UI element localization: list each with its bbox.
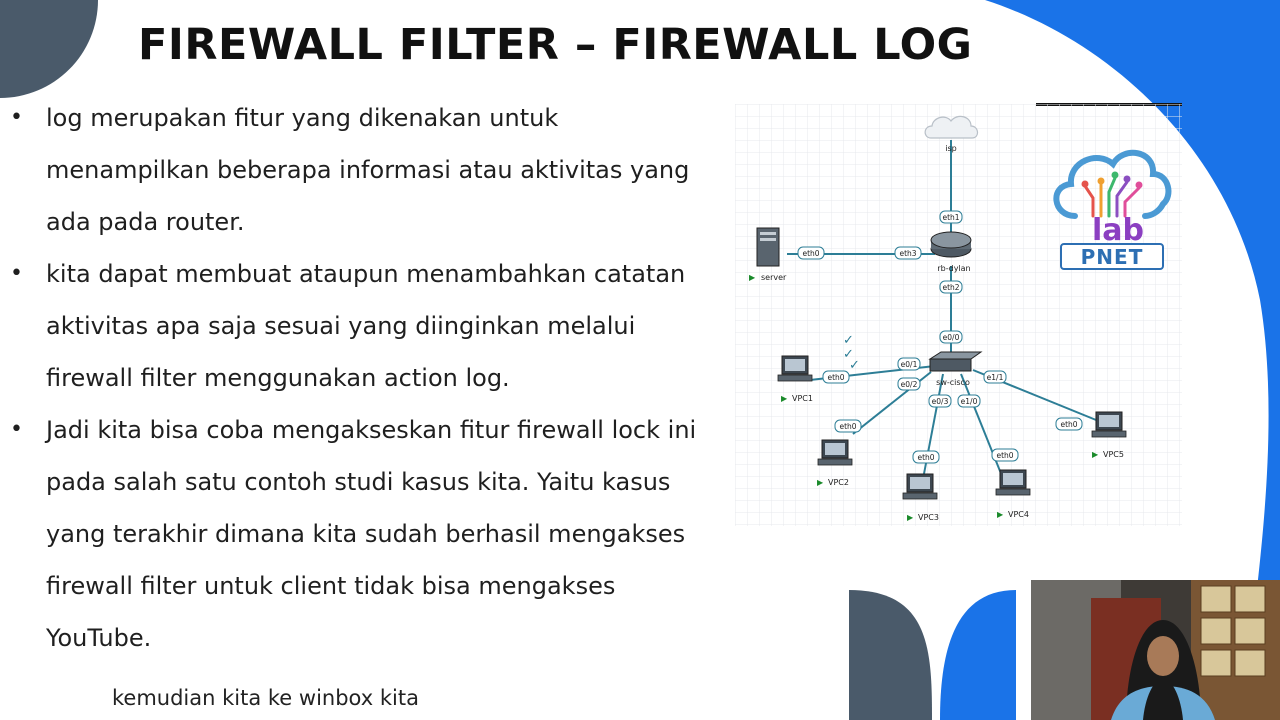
check-marks: ✓ ✓ ✓ bbox=[843, 333, 860, 373]
bullet-item: • kita dapat membuat ataupun menambahkan… bbox=[8, 248, 708, 404]
bullet-marker: • bbox=[10, 261, 23, 286]
video-caption: kemudian kita ke winbox kita bbox=[112, 686, 419, 710]
isp-cloud-icon[interactable] bbox=[924, 115, 979, 139]
vpc2-label: VPC2 bbox=[828, 478, 849, 487]
diagram-grid bbox=[735, 104, 1182, 526]
port-label: e1/1 bbox=[987, 373, 1004, 382]
bullet-item: • log merupakan fitur yang dikenakan unt… bbox=[8, 92, 708, 248]
check-icon: ✓ bbox=[843, 333, 854, 348]
port-label: eth3 bbox=[899, 249, 916, 258]
switch-icon[interactable] bbox=[928, 351, 983, 372]
port-label: eth2 bbox=[942, 283, 959, 292]
vpc1-status-icon: ▶ bbox=[781, 394, 788, 403]
vpc1-icon[interactable] bbox=[777, 355, 813, 382]
port-label: e1/0 bbox=[961, 397, 978, 406]
port-label: eth0 bbox=[802, 249, 819, 258]
vpc1-label: VPC1 bbox=[792, 394, 813, 403]
bullet-text: Jadi kita bisa coba mengakseskan fitur f… bbox=[46, 416, 697, 652]
switch-label: sw-cisco bbox=[936, 378, 970, 387]
isp-label: isp bbox=[945, 144, 956, 153]
port-label: eth0 bbox=[996, 451, 1013, 460]
vpc2-icon[interactable] bbox=[817, 439, 853, 466]
bullet-list: • log merupakan fitur yang dikenakan unt… bbox=[8, 92, 708, 664]
logo-pnet-text: PNET bbox=[1081, 245, 1144, 269]
bullet-text: log merupakan fitur yang dikenakan untuk… bbox=[46, 104, 690, 236]
slide-title: FIREWALL FILTER – FIREWALL LOG bbox=[138, 20, 973, 70]
port-label: eth0 bbox=[917, 453, 934, 462]
port-label: eth1 bbox=[942, 213, 959, 222]
logo-lab-text: lab bbox=[1092, 213, 1144, 248]
vpc5-label: VPC5 bbox=[1103, 450, 1124, 459]
router-icon[interactable] bbox=[930, 231, 972, 258]
port-label: e0/3 bbox=[932, 397, 949, 406]
vpc4-icon[interactable] bbox=[995, 469, 1031, 496]
vpc5-status-icon: ▶ bbox=[1092, 450, 1099, 459]
port-label: e0/2 bbox=[901, 380, 918, 389]
check-icon: ✓ bbox=[843, 347, 854, 362]
port-label: e0/1 bbox=[901, 360, 918, 369]
vpc3-status-icon: ▶ bbox=[907, 513, 914, 522]
check-icon: ✓ bbox=[849, 358, 860, 373]
port-label: eth0 bbox=[839, 422, 856, 431]
bullet-marker: • bbox=[10, 105, 23, 130]
pnetlab-logo: lab PNET bbox=[1053, 149, 1172, 270]
bullet-text: kita dapat membuat ataupun menambahkan c… bbox=[46, 260, 686, 392]
server-status-icon: ▶ bbox=[749, 273, 756, 282]
router-label: rb-dylan bbox=[937, 264, 970, 273]
bullet-item: • Jadi kita bisa coba mengakseskan fitur… bbox=[8, 404, 708, 664]
vpc5-icon[interactable] bbox=[1091, 411, 1127, 438]
server-label: server bbox=[761, 273, 787, 282]
vpc3-label: VPC3 bbox=[918, 513, 939, 522]
port-label: eth0 bbox=[1060, 420, 1077, 429]
port-label: eth0 bbox=[827, 373, 844, 382]
vpc2-status-icon: ▶ bbox=[817, 478, 824, 487]
vpc4-status-icon: ▶ bbox=[997, 510, 1004, 519]
bullet-marker: • bbox=[10, 417, 23, 442]
network-topology-diagram: isp rb-dylan ▶ server sw-cisco ✓ ✓ ✓ ▶ V… bbox=[735, 104, 1182, 526]
presenter-webcam-overlay bbox=[1031, 580, 1280, 720]
port-label: e0/0 bbox=[943, 333, 960, 342]
server-icon[interactable] bbox=[756, 227, 780, 267]
vpc4-label: VPC4 bbox=[1008, 510, 1029, 519]
vpc3-icon[interactable] bbox=[902, 473, 938, 500]
